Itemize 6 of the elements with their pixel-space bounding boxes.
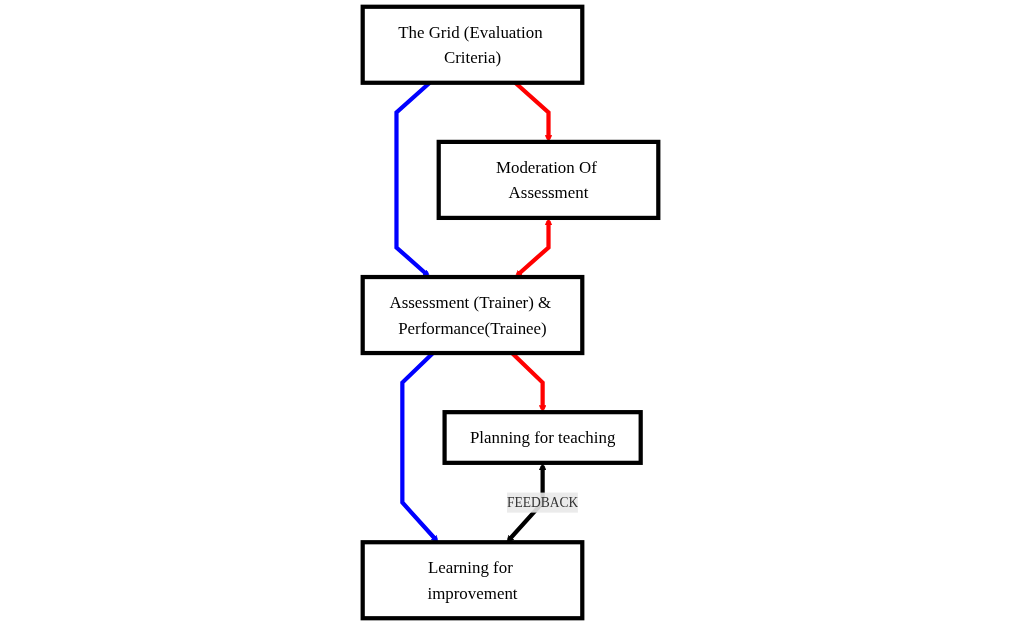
edge-label: FEEDBACK [506,494,579,510]
node-box: The Grid (Evaluation Criteria) [360,4,585,85]
node-box: Learning for improvement [360,540,585,621]
node-box: Planning for teaching [442,410,643,465]
node-box: Moderation Of Assessment [436,139,661,220]
node-box: Assessment (Trainer) & Performance(Trainee) [360,274,585,356]
